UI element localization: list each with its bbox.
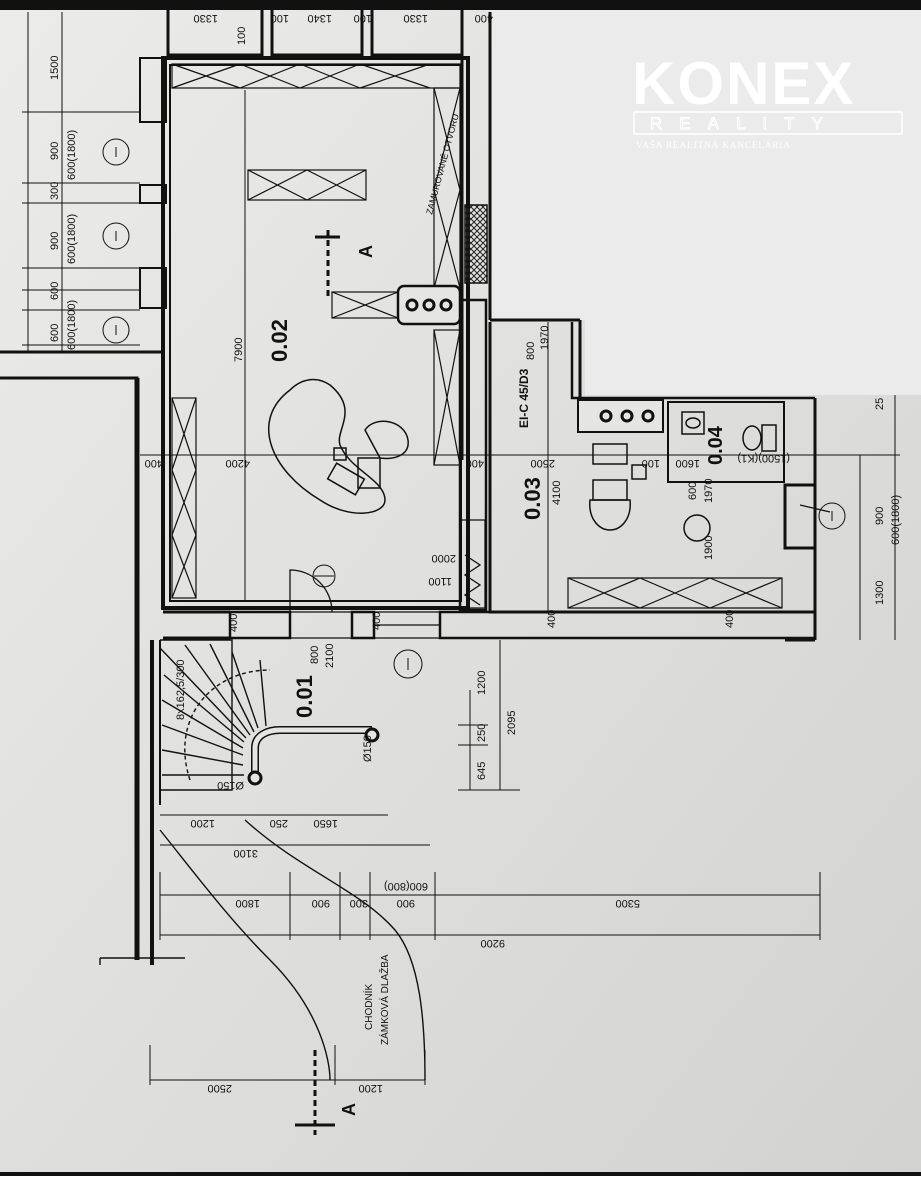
dim-v-1200: 1200 <box>476 671 488 695</box>
dim-b-1200: 1200 <box>191 817 215 829</box>
section-label-a-top: A <box>356 245 376 258</box>
dim-4100: 4100 <box>551 481 563 505</box>
dim-d-1100: 1100 <box>428 575 452 587</box>
dim-left-600-1800a: 600(1800) <box>66 130 78 180</box>
room-label-003: 0.03 <box>520 477 545 520</box>
dim-w-400d: 400 <box>724 610 736 628</box>
hatched-column <box>464 204 488 284</box>
room-label-001: 0.01 <box>292 675 317 718</box>
section-label-a-bottom: A <box>339 1103 359 1116</box>
logo-tagline: VAŠA REALITNÁ KANCELÁRIA <box>636 140 791 150</box>
dim-d-1970-wc: 1970 <box>703 479 715 503</box>
doors <box>289 484 831 639</box>
logo-brand: KONEX <box>632 50 855 117</box>
dim-b-1200b: 1200 <box>359 1082 383 1094</box>
dim-b-300: 300 <box>350 897 368 909</box>
top-black-bar <box>0 0 921 10</box>
dim-w-4200: 4200 <box>226 457 250 469</box>
dim-b-9200: 9200 <box>481 937 505 949</box>
dim-top-1340: 1340 <box>308 12 332 24</box>
bottom-black-bar <box>0 1172 921 1176</box>
dim-top-100b: 100 <box>354 12 372 24</box>
staircase <box>159 639 380 791</box>
dim-d-600: 600 <box>687 482 699 500</box>
dim-left-300: 300 <box>49 182 61 200</box>
dim-r-900: 900 <box>874 507 886 525</box>
dim-left-600b: 600 <box>49 324 61 342</box>
room-label-004: 0.04 <box>705 425 727 465</box>
dim-v-2095: 2095 <box>506 711 518 735</box>
logo-sub: REALITY <box>650 114 840 133</box>
chimney <box>396 284 462 326</box>
dim-left-600-1800c: 600(1800) <box>66 300 78 350</box>
dim-top-100a: 100 <box>271 12 289 24</box>
section-markers <box>295 230 340 1135</box>
dim-r-1300: 1300 <box>874 581 886 605</box>
dim-d-1970-top: 1970 <box>539 326 551 350</box>
kitchen-hob <box>577 399 664 433</box>
label-wc-window: (1500)(K1) <box>737 452 790 464</box>
room-label-002: 0.02 <box>267 319 292 362</box>
sidewalk-curves <box>99 819 426 1081</box>
dim-left-600a: 600 <box>49 282 61 300</box>
dim-phi150b: Ø150 <box>362 735 374 762</box>
wc-fixtures <box>589 411 777 542</box>
dim-b-3100: 3100 <box>234 847 258 859</box>
dim-left-900b: 900 <box>49 232 61 250</box>
label-sidewalk-1: CHODNÍK <box>362 984 375 1030</box>
dim-w-2500: 2500 <box>531 457 555 469</box>
dim-d-2000: 2000 <box>432 552 456 564</box>
room-002-fittings <box>171 63 783 609</box>
dim-door-2100: 2100 <box>324 644 336 668</box>
dim-v-645: 645 <box>476 762 488 780</box>
dim-r-25: 25 <box>874 398 886 410</box>
dim-b-900b: 900 <box>397 897 415 909</box>
dim-b-250: 250 <box>270 817 288 829</box>
reception-desk <box>268 378 409 514</box>
dim-r-600-1800: 600(1800) <box>890 495 902 545</box>
dim-b-2500: 2500 <box>208 1082 232 1094</box>
dim-w-400a: 400 <box>145 457 163 469</box>
dim-d-800-top: 800 <box>525 342 537 360</box>
dim-w-400b: 400 <box>466 457 484 469</box>
redacted-area-2 <box>585 300 921 395</box>
label-stairs: 8x162,5/300 <box>175 659 187 720</box>
dimension-lines <box>140 90 900 1085</box>
label-sidewalk-2: ZÁMKOVÁ DLAŽBA <box>378 954 391 1045</box>
dim-b-5300: 5300 <box>616 897 640 909</box>
dim-top-100c: 100 <box>236 27 248 45</box>
dim-b-1650: 1650 <box>314 817 338 829</box>
dim-b-600-800: 600(800) <box>384 880 428 892</box>
dim-w-400c: 400 <box>546 610 558 628</box>
konex-logo: KONEX REALITY VAŠA REALITNÁ KANCELÁRIA <box>632 50 903 150</box>
dim-left-900a: 900 <box>49 142 61 160</box>
redacted-area <box>490 10 921 320</box>
dim-b-900a: 900 <box>312 897 330 909</box>
dim-left-600-1800b: 600(1800) <box>66 214 78 264</box>
dim-w-400e: 400 <box>228 614 240 632</box>
dim-left-1500: 1500 <box>49 56 61 80</box>
label-door-code: EI-C 45/D3 <box>517 368 531 428</box>
dim-w-1600: 1600 <box>676 457 700 469</box>
dim-w-100: 100 <box>642 457 660 469</box>
dim-b-1800: 1800 <box>236 897 260 909</box>
dim-d-1900: 1900 <box>703 536 715 560</box>
dim-phi150a: Ø150 <box>217 779 244 791</box>
left-dimension-lines <box>22 12 140 352</box>
dim-w-400f: 400 <box>371 612 383 630</box>
dim-door-800: 800 <box>309 646 321 664</box>
dim-v-250: 250 <box>476 724 488 742</box>
dim-7900: 7900 <box>233 338 245 362</box>
dim-top-1330b: 1330 <box>404 12 428 24</box>
dim-top-400: 400 <box>475 12 493 24</box>
dim-top-1330a: 1330 <box>194 12 218 24</box>
